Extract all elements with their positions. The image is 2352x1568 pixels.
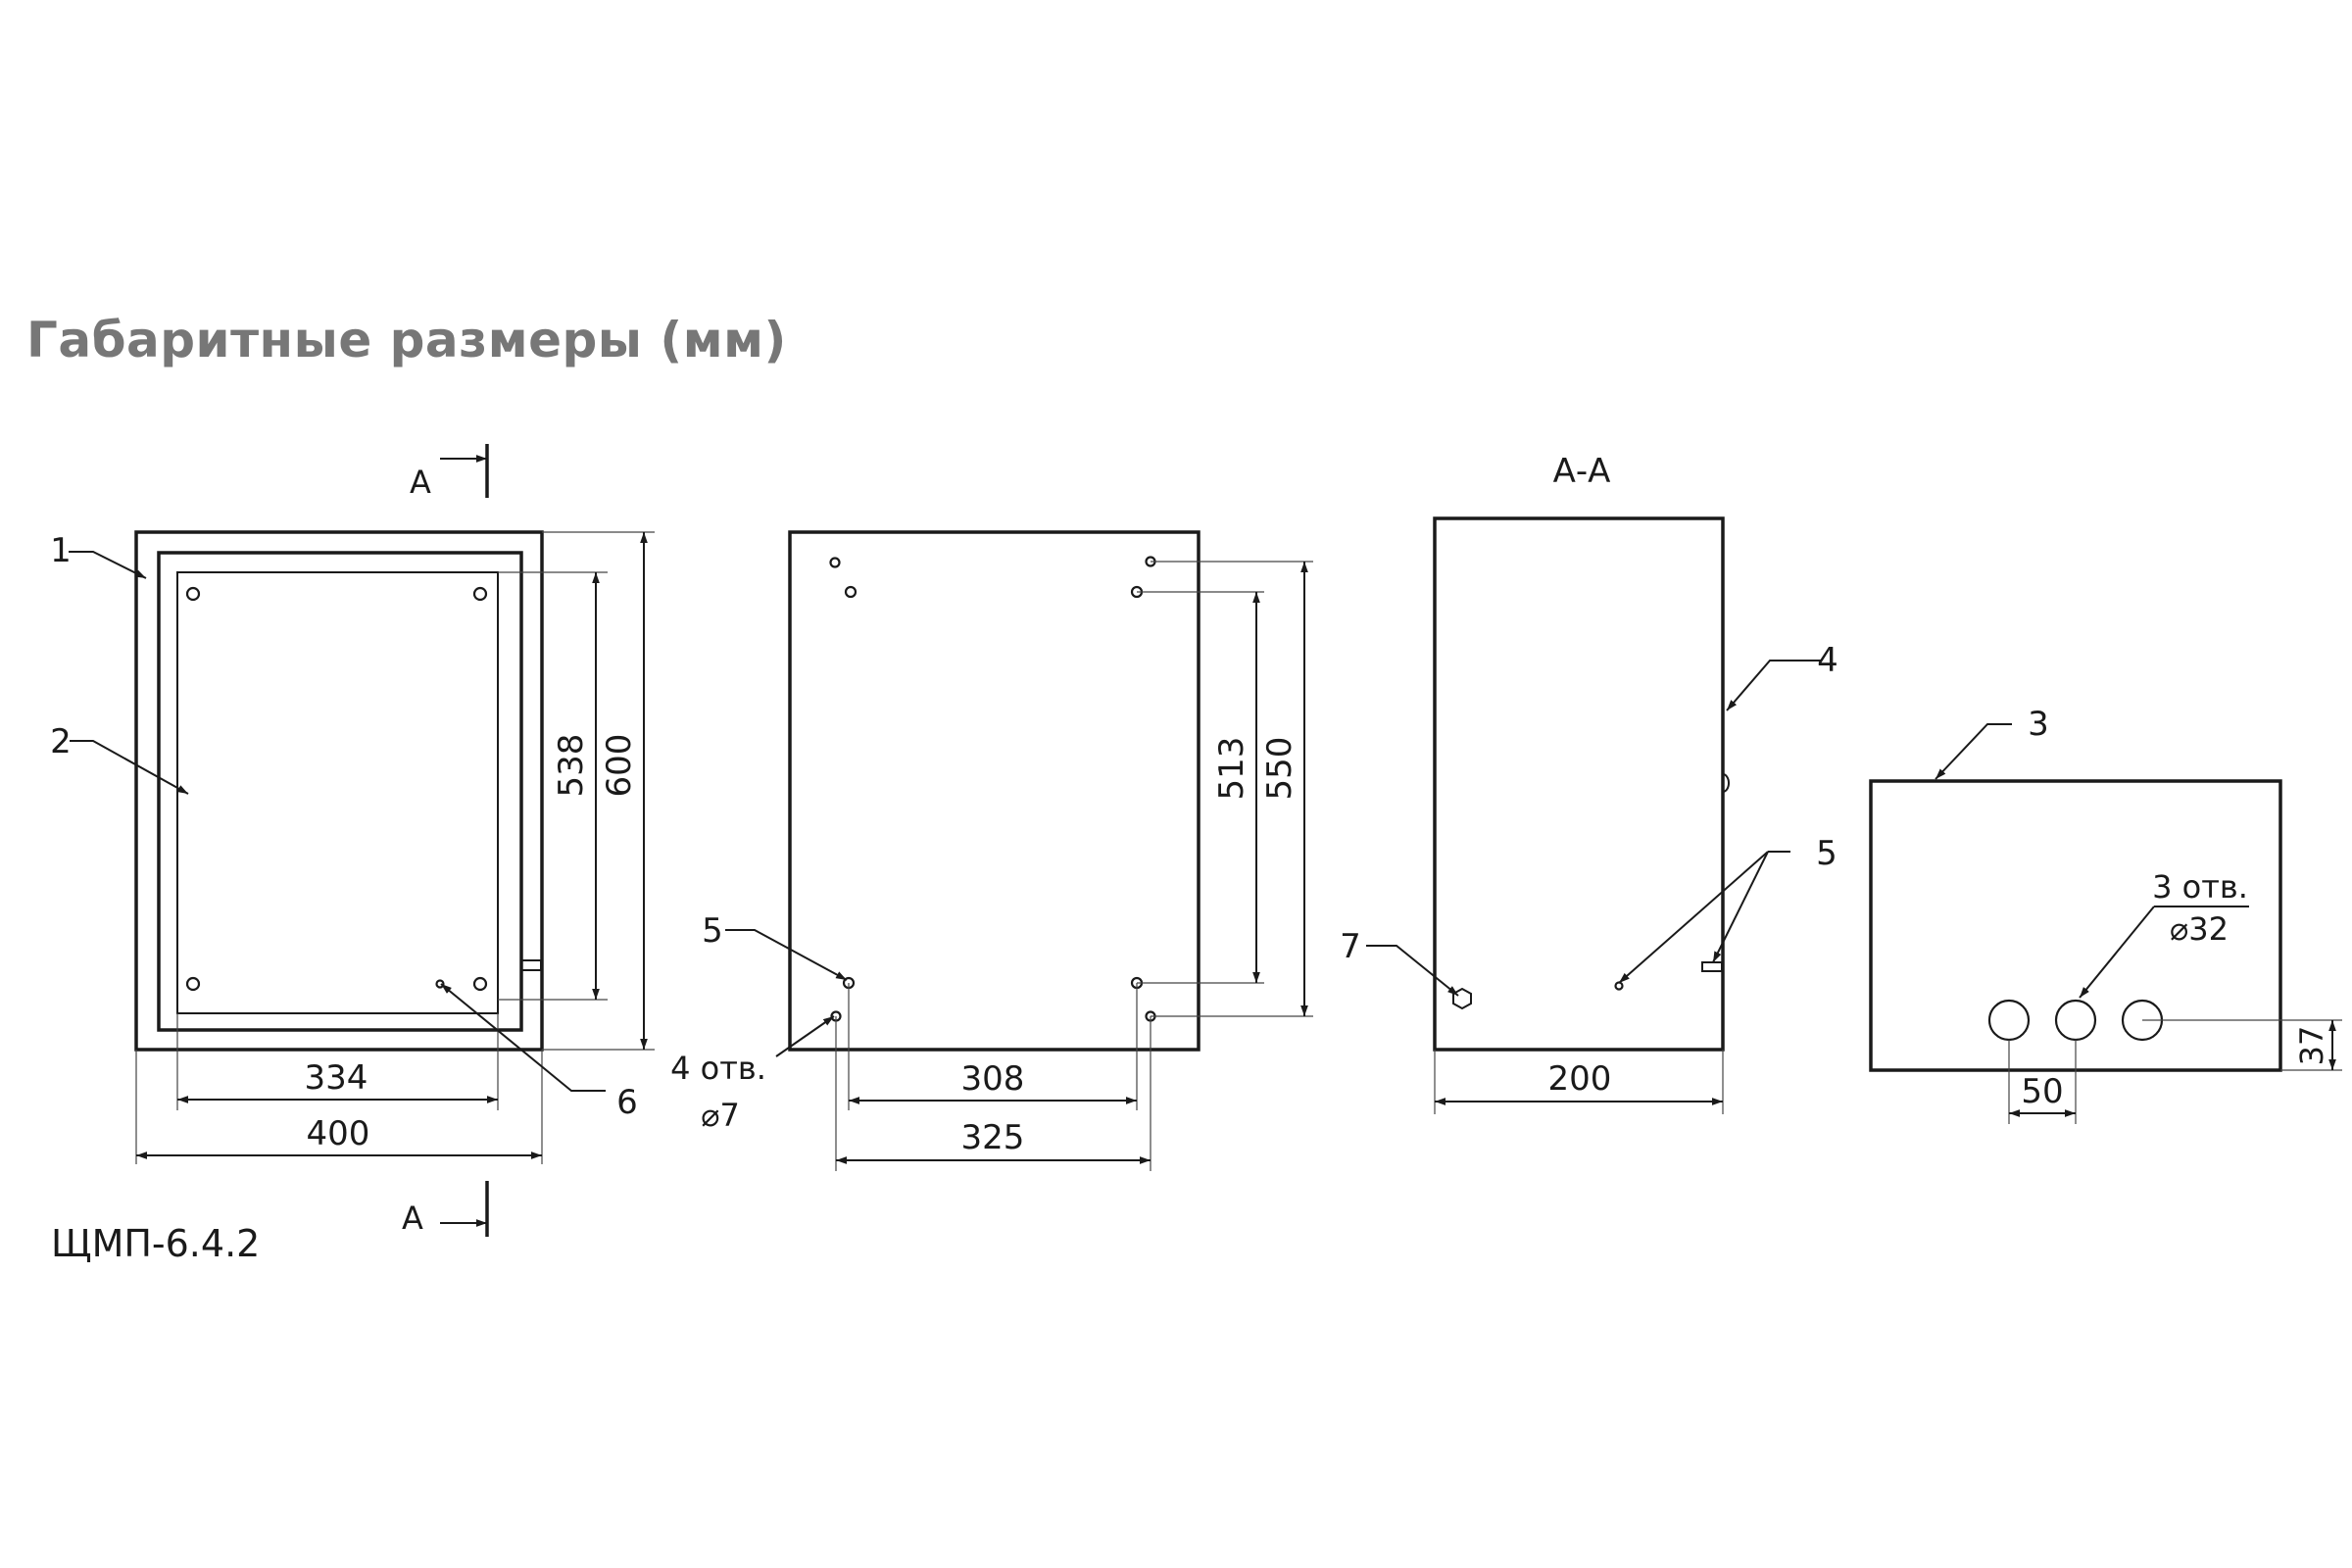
page-title: Габаритные размеры (мм): [26, 312, 787, 368]
dim-front-outer-h: 600: [600, 734, 639, 798]
bottom-holes-diameter: ⌀32: [2170, 910, 2229, 948]
model-label: ЩМП-6.4.2: [51, 1222, 260, 1265]
section-hinge: [1722, 773, 1730, 793]
back-hole: [844, 585, 858, 599]
callout-5-section: 5: [1816, 834, 1838, 873]
front-mount-hole: [472, 976, 488, 992]
bottom-cable-hole: [2054, 999, 2097, 1042]
section-earth-bolt: [1614, 981, 1624, 991]
bottom-view: 37 50 3 3 отв. ⌀32: [1869, 705, 2342, 1124]
dim-back-outer-h: 550: [1260, 737, 1299, 801]
callout-3: 3: [2028, 705, 2049, 744]
bottom-cable-hole: [1987, 999, 2031, 1042]
dim-back-inner-w: 308: [961, 1059, 1025, 1099]
bottom-holes-count: 3 отв.: [2152, 868, 2248, 906]
dim-back-outer-w: 325: [961, 1118, 1025, 1157]
front-mount-hole: [472, 586, 488, 602]
section-title: А-А: [1553, 452, 1611, 491]
back-hole: [829, 557, 841, 568]
front-mount-hole: [185, 586, 201, 602]
dim-front-inner-w: 334: [305, 1058, 368, 1098]
callout-7: 7: [1340, 927, 1361, 966]
front-outer-frame: [134, 530, 544, 1052]
back-panel-outline: [788, 530, 1200, 1052]
callout-6: 6: [616, 1083, 638, 1122]
dim-back-inner-h: 513: [1212, 737, 1251, 801]
section-marker-bottom: А: [402, 1200, 423, 1237]
dim-front-outer-w: 400: [307, 1114, 370, 1153]
callout-4: 4: [1817, 641, 1838, 680]
front-mounting-panel: [176, 571, 499, 1014]
front-view: 334 400 538 600 1 2 6 А А ЩМП-6.4.2: [50, 444, 655, 1265]
section-cable-gland: [1452, 987, 1472, 1010]
callout-2: 2: [50, 722, 72, 761]
callout-5-back: 5: [702, 911, 723, 951]
back-holes-diameter: ⌀7: [701, 1097, 740, 1134]
front-door: [157, 551, 523, 1032]
back-view: 308 325 513 550 5 4 отв. ⌀7: [670, 530, 1313, 1171]
section-view: А-А 200 4 5 7: [1340, 452, 1838, 1114]
front-mount-hole: [185, 976, 201, 992]
section-lock: [1701, 961, 1723, 972]
dim-side-depth: 200: [1548, 1059, 1612, 1099]
section-marker-top: А: [410, 464, 431, 501]
section-body-outline: [1433, 516, 1725, 1052]
dim-front-inner-h: 538: [552, 734, 591, 798]
dim-bottom-pitch: 50: [2021, 1072, 2063, 1111]
dim-bottom-offset: 37: [2293, 1026, 2330, 1066]
callout-1: 1: [50, 531, 72, 570]
back-holes-count: 4 отв.: [670, 1050, 766, 1087]
front-lock: [520, 959, 542, 971]
